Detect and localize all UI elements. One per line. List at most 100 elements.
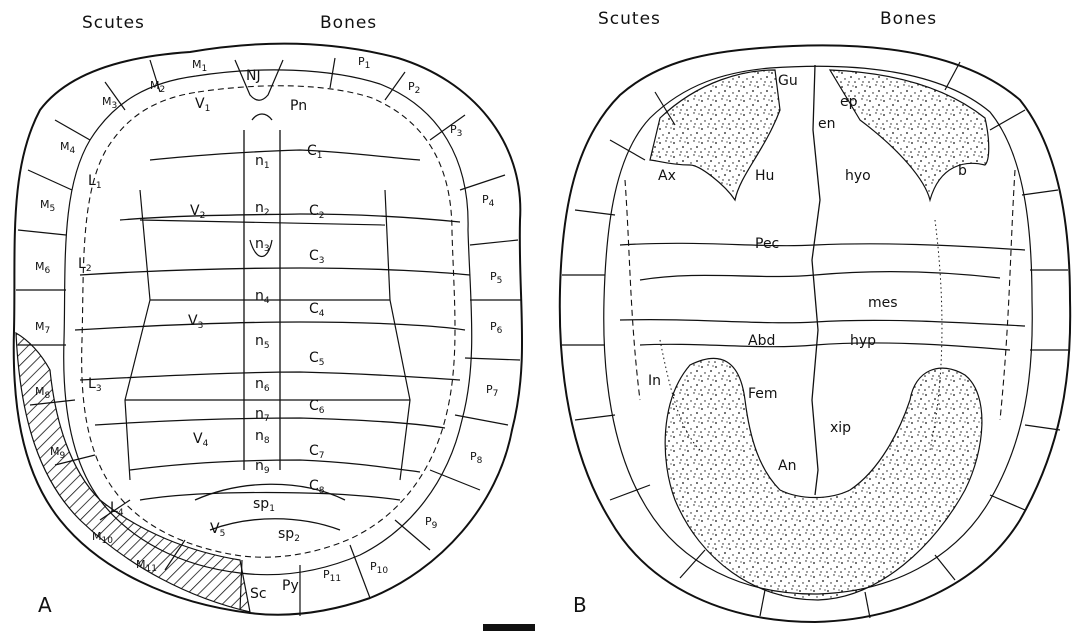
label-marginal-1: M1 [192,58,207,74]
suture-c1 [150,150,420,160]
plastron-rim-suture [575,210,615,215]
suture-c6 [95,418,445,428]
stippled-posterior-lobe [665,358,982,600]
label-neural-1: n1 [255,153,270,171]
peripheral-suture [350,545,370,598]
plastron-rim-suture [945,62,960,90]
plastron-drawing: Gu ep en Ax Hu hyo b Pec mes Abd hyp In … [560,45,1070,622]
label-costal-1: C1 [307,143,323,161]
label-marginal-2: M2 [150,79,165,95]
label-nuchal: NJ [246,68,261,84]
panel-label-a: A [38,593,52,617]
label-costal-7: C7 [309,443,325,461]
label-peripheral-4: P4 [482,193,495,209]
label-anal: An [778,458,796,474]
label-marginal-3: M3 [102,95,117,111]
plastron-rim-suture [935,555,955,580]
label-neural-3: n3 [255,236,270,254]
suprapygal-2-outline [210,519,340,530]
label-hypoplastron: hyp [850,333,876,349]
label-entoplastron: en [818,116,836,132]
plastron-rim-suture [575,415,615,420]
label-humeral: Hu [755,168,774,184]
panel-b-bones-header: Bones [880,9,937,29]
panel-a-scutes-header: Scutes [82,13,145,33]
label-peripheral-8: P8 [470,450,483,466]
plastron-rim-suture [610,485,650,500]
label-costal-3: C3 [309,248,325,266]
peripheral-suture [470,240,518,245]
suture-c3 [80,268,470,275]
neural-top [252,114,272,120]
label-vertebral-4: V4 [193,431,209,449]
peripheral-suture [430,470,480,490]
label-pleural-1: L1 [88,173,102,191]
label-xiphiplastron: xip [830,420,851,436]
carapace-drawing: NJ Pn Py Sc n1n2n3n4n5n6n7n8n9sp1sp2V1V2… [14,44,522,616]
label-proneural: Pn [290,98,307,114]
label-vertebral-5: V5 [210,521,225,539]
peripheral-suture [455,415,508,425]
label-suprapygal-2: sp2 [278,526,300,544]
label-pleural-4: L4 [110,500,124,518]
label-epiplastron: ep [840,94,858,110]
damaged-area [16,333,250,612]
label-marginal-6: M6 [35,260,51,276]
label-pectoral: Pec [755,236,779,252]
label-vertebral-1: V1 [195,96,210,114]
sulcus-v4-v5 [140,493,400,501]
label-neural-2: n2 [255,200,270,218]
plastron-rim-suture [610,140,645,160]
plastron-rim-suture [760,590,765,616]
label-costal-6: C6 [309,398,325,416]
abdominal-sulcus [620,320,1025,326]
label-peripheral-7: P7 [486,383,498,399]
suture-c7 [130,460,420,472]
label-costal-8: C8 [309,478,325,496]
label-abdominal: Abd [748,333,775,349]
label-marginal-7: M7 [35,320,50,336]
label-suprapygal-1: sp1 [253,496,275,514]
label-neural-8: n8 [255,428,270,446]
label-femoral: Fem [748,386,778,402]
panel-label-b: B [573,593,587,617]
pectoral-sulcus [620,243,1025,250]
left-scute-margin [625,180,640,400]
peripheral-suture [465,358,520,360]
label-peripheral-6: P6 [490,320,503,336]
label-costal-4: C4 [309,301,325,319]
label-neural-5: n5 [255,333,270,351]
marginal-suture [28,170,72,190]
vertebral-left-sulcus [125,190,150,480]
label-vertebral-2: V2 [190,203,205,221]
hyo-hypo-suture [640,272,1000,280]
label-hyoplastron: hyo [845,168,871,184]
label-peripheral-1: P1 [358,55,370,71]
label-supracaudal: Sc [250,586,267,602]
label-peripheral-9: P9 [425,515,438,531]
label-vertebral-3: V3 [188,313,203,331]
right-scute-margin [1000,170,1015,420]
label-neural-7: n7 [255,406,270,424]
label-costal-5: C5 [309,350,325,368]
label-gular: Gu [778,73,798,89]
label-neural-4: n4 [255,288,270,306]
plastron-rim-suture [990,495,1025,510]
suture-c5 [80,372,460,380]
label-peripheral-11: P11 [323,568,341,584]
label-pleural-2: L2 [78,256,92,274]
label-marginal-4: M4 [60,140,76,156]
label-inguinal: In [648,373,661,389]
label-peripheral-3: P3 [450,123,462,139]
peripheral-suture [460,175,505,190]
suture-c4 [75,322,465,330]
meso-suture [640,343,1010,350]
label-bridge-b: b [958,163,967,179]
panel-b-scutes-header: Scutes [598,9,661,29]
plastron-rim-suture [1025,425,1060,430]
label-peripheral-10: P10 [370,560,388,576]
label-marginal-5: M5 [40,198,55,214]
panel-a-bones-header: Bones [320,13,377,33]
vertebral-right-sulcus [385,190,410,480]
